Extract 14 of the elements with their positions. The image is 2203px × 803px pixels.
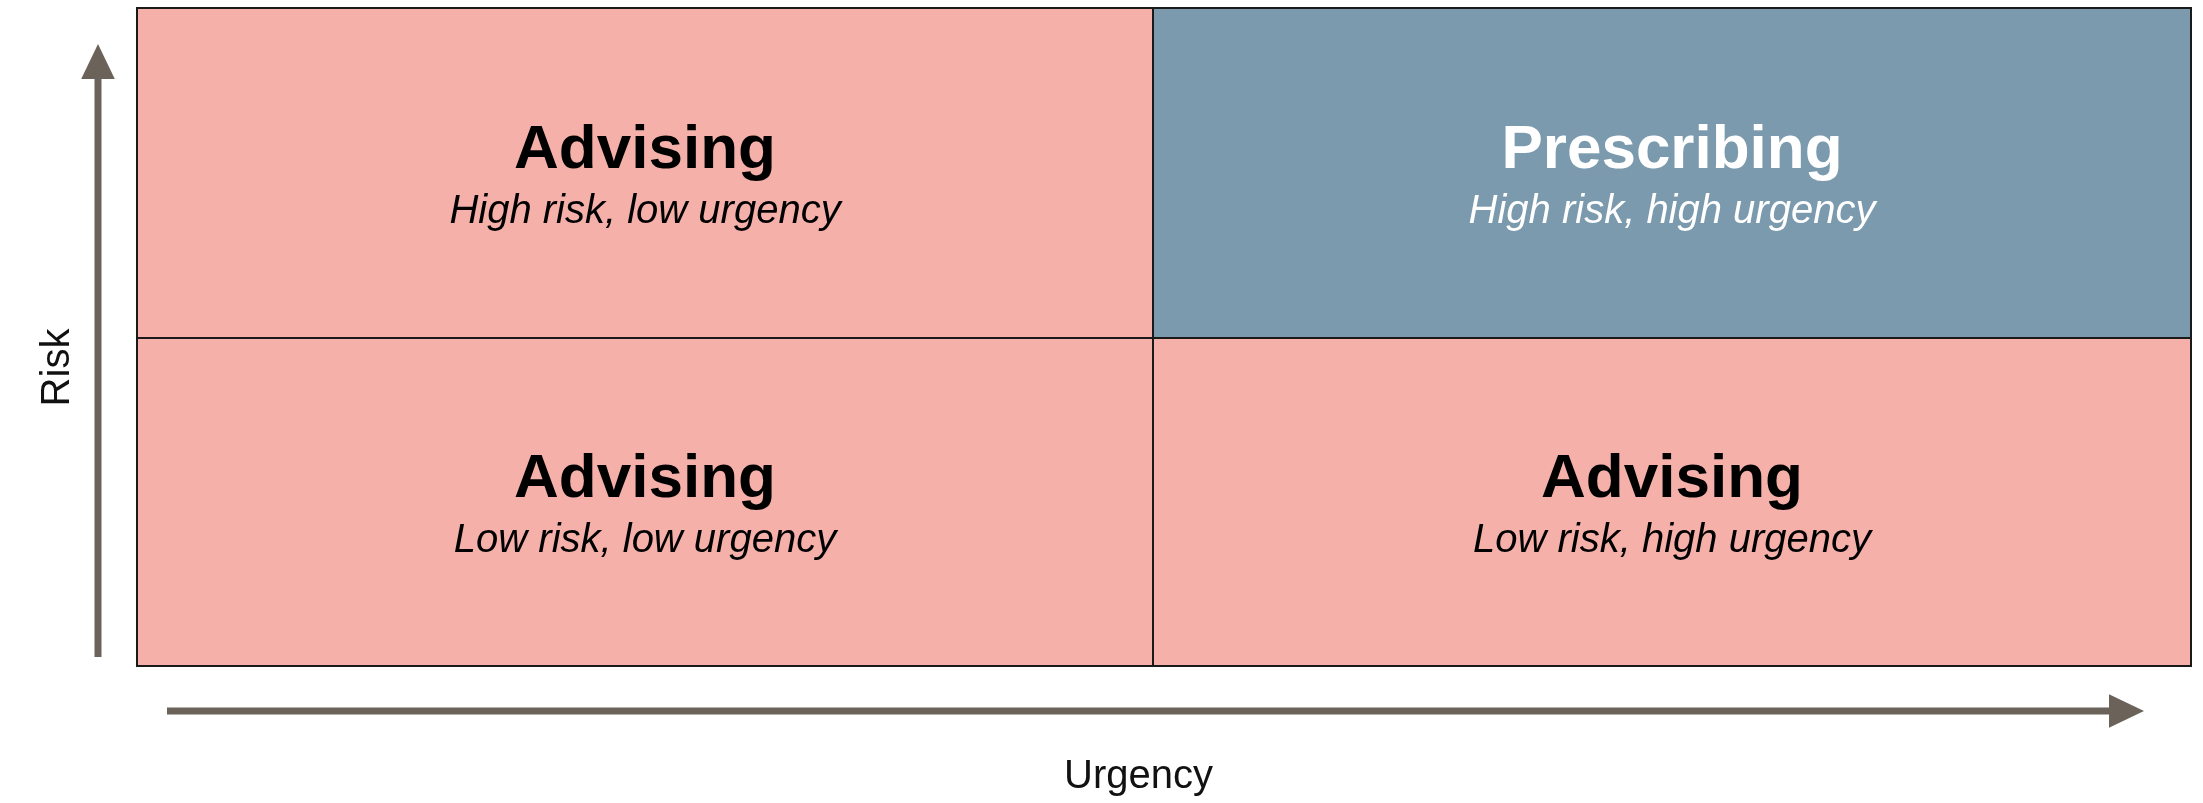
quadrant-subtitle: Low risk, low urgency: [453, 514, 837, 562]
quadrant-subtitle: Low risk, high urgency: [1473, 514, 1871, 562]
quadrant-heading: Advising: [514, 111, 776, 183]
quadrant-box: [1152, 337, 2192, 667]
quadrant-box: [1152, 7, 2192, 339]
quadrant-heading: Prescribing: [1501, 111, 1843, 183]
quadrant-box: [136, 337, 1154, 667]
quadrant-subtitle: High risk, high urgency: [1468, 185, 1876, 233]
quadrant-heading: Advising: [514, 440, 776, 512]
quadrant-subtitle: High risk, low urgency: [449, 185, 841, 233]
quadrant-box: [136, 7, 1154, 339]
quadrant-heading: Advising: [1541, 440, 1803, 512]
axis-label: Urgency: [1064, 752, 1213, 797]
axis-label: Risk: [32, 327, 78, 409]
